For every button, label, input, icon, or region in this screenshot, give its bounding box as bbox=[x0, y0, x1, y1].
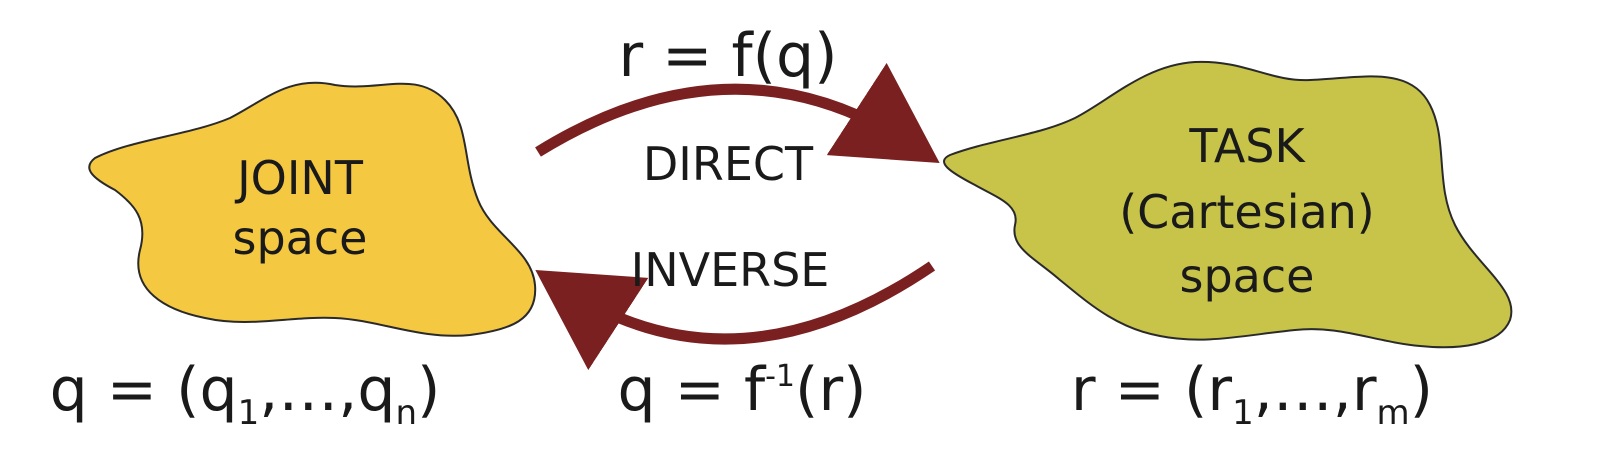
task-space-blob bbox=[943, 60, 1513, 349]
joint-formula-mid: ,…,q bbox=[259, 355, 395, 425]
inverse-arrow bbox=[535, 261, 936, 371]
inverse-formula: q = f-1(r) bbox=[617, 355, 866, 425]
joint-space-blob bbox=[88, 81, 537, 337]
joint-space-label-line2: space bbox=[233, 211, 368, 265]
joint-formula: q = (q1,…,qn) bbox=[50, 355, 441, 433]
task-formula-lhs: r = (r bbox=[1071, 355, 1232, 425]
direct-formula: r = f(q) bbox=[618, 21, 837, 91]
joint-formula-lhs: q = (q bbox=[50, 355, 238, 425]
joint-formula-sub-n: n bbox=[395, 393, 417, 433]
task-space-label-line2: (Cartesian) bbox=[1119, 185, 1375, 239]
task-formula-sub-m: m bbox=[1377, 393, 1410, 433]
joint-formula-sub-1: 1 bbox=[238, 393, 260, 433]
joint-formula-close: ) bbox=[417, 355, 440, 425]
inverse-formula-rhs: (r) bbox=[795, 355, 866, 425]
task-formula-close: ) bbox=[1410, 355, 1433, 425]
task-space-label-line3: space bbox=[1180, 249, 1315, 303]
task-formula-mid: ,…,r bbox=[1254, 355, 1377, 425]
inverse-formula-lhs: q = f bbox=[617, 355, 767, 425]
inverse-formula-superscript: -1 bbox=[765, 359, 795, 394]
inverse-label: INVERSE bbox=[631, 243, 830, 297]
direct-label: DIRECT bbox=[643, 137, 814, 191]
direct-arrow bbox=[535, 62, 940, 163]
task-space-label-line1: TASK bbox=[1188, 119, 1306, 173]
task-formula: r = (r1,…,rm) bbox=[1071, 355, 1433, 433]
task-formula-sub-1: 1 bbox=[1232, 393, 1254, 433]
joint-space-label-line1: JOINT bbox=[234, 151, 364, 205]
